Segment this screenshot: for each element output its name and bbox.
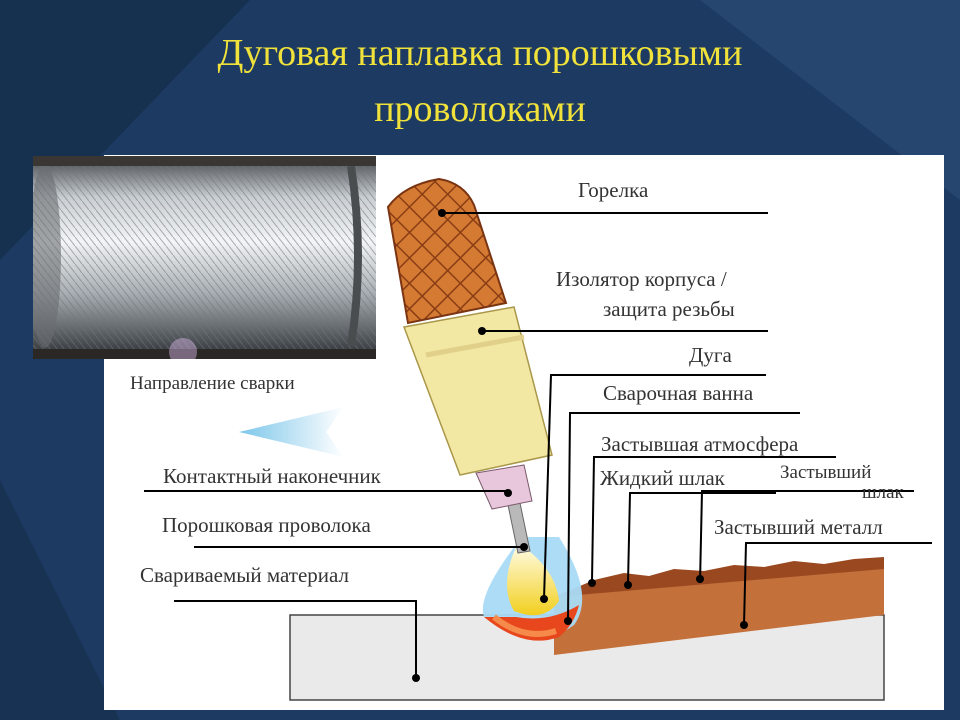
label-solid-slag-line1: Застывший — [780, 462, 872, 483]
leader-dots — [412, 327, 748, 682]
label-solid-metal: Застывший металл — [714, 515, 883, 539]
slide-title-line2: проволоками — [374, 88, 586, 130]
label-insulator-line2: защита резьбы — [603, 297, 735, 321]
leader-lines — [442, 212, 932, 626]
label-welding-direction: Направление сварки — [130, 373, 295, 394]
label-contact-tip: Контактный наконечник — [163, 464, 381, 488]
torch-body — [386, 177, 508, 325]
arrow-left-icon — [239, 407, 344, 457]
label-torch: Горелка — [578, 178, 649, 202]
slide-title-line1: Дуговая наплавка порошковыми — [217, 32, 743, 74]
insulator-body — [402, 306, 553, 476]
weld-pool-edge — [492, 614, 557, 637]
surfaced-roll-photo — [33, 156, 376, 359]
label-weld-pool: Сварочная ванна — [603, 381, 754, 405]
label-liquid-slag: Жидкий шлак — [600, 466, 725, 490]
label-base-material: Свариваемый материал — [140, 563, 350, 587]
label-solid-atmosphere: Застывшая атмосфера — [601, 432, 799, 456]
leader-lines-left — [144, 490, 524, 678]
solid-slag-layer — [554, 557, 884, 597]
insulator-shade — [425, 334, 525, 358]
label-solid-slag-line2: шлак — [862, 482, 904, 503]
label-flux-wire: Порошковая проволока — [162, 513, 371, 537]
contact-tip-body — [475, 464, 533, 510]
label-arc: Дуга — [689, 343, 732, 367]
label-insulator-line1: Изолятор корпуса / — [556, 267, 727, 291]
welding-diagram — [144, 177, 932, 701]
